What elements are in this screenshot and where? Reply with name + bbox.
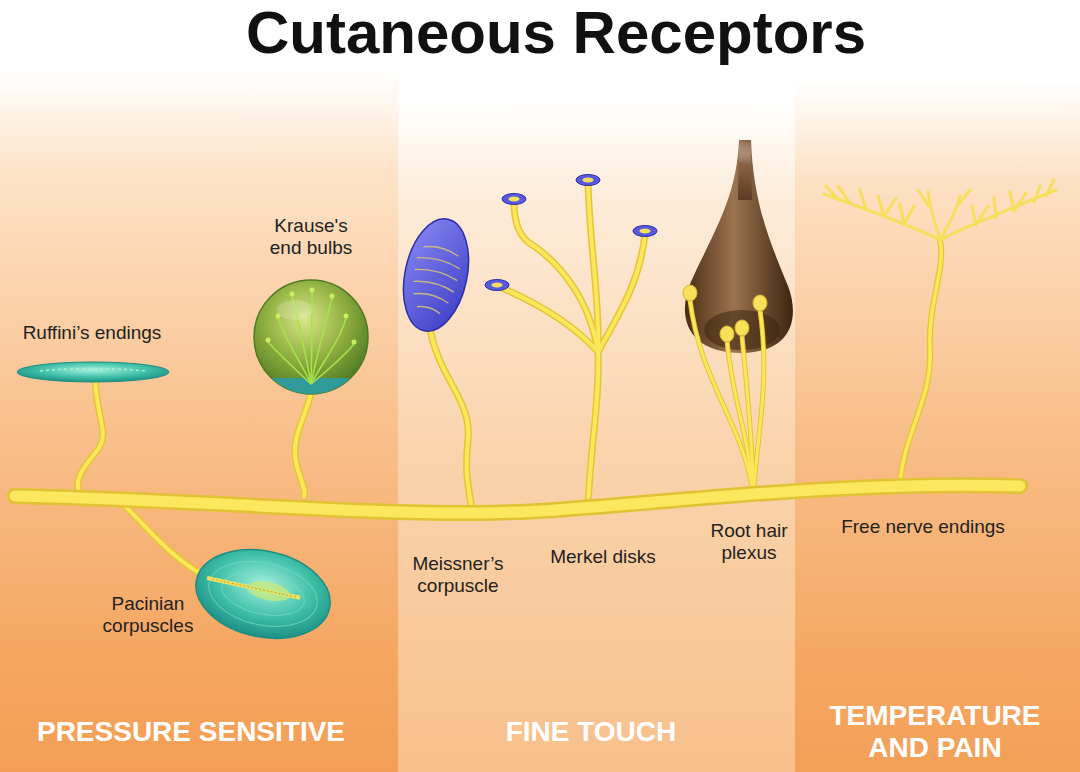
category-band: TEMPERATURE AND PAIN Free nerve endings: [795, 0, 1080, 772]
merkel-disks: [485, 175, 657, 507]
ruffini-ending: [17, 362, 169, 496]
pacinian-corpuscle: [122, 503, 338, 650]
category-title: FINE TOUCH: [441, 716, 741, 748]
receptor-label: Krause's end bulbs: [263, 215, 359, 259]
receptor-label: Merkel disks: [523, 546, 683, 568]
root-hair-plexus: [683, 140, 793, 486]
receptor-label: Pacinian corpuscles: [90, 593, 206, 637]
receptor-label: Meissner’s corpuscle: [402, 553, 514, 597]
receptor-label: Root hair plexus: [703, 520, 795, 564]
diagram-title: Cutaneous Receptors: [0, 0, 1080, 66]
category-title: TEMPERATURE AND PAIN: [818, 700, 1052, 764]
receptor-label: Free nerve endings: [823, 516, 1023, 538]
receptor-label: Ruffini’s endings: [2, 322, 182, 344]
free-nerve-endings: [824, 180, 1056, 482]
main-nerve-fiber: [15, 485, 1020, 513]
meissner-corpuscle: [394, 213, 478, 512]
category-title: PRESSURE SENSITIVE: [11, 716, 371, 748]
krause-end-bulb: [250, 280, 372, 498]
